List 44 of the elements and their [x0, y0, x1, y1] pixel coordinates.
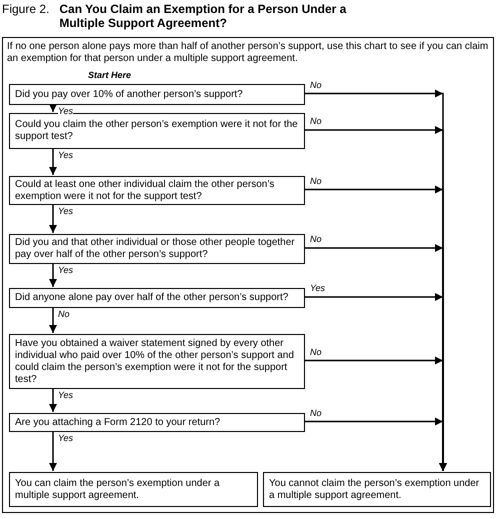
edge-label: No — [310, 346, 322, 358]
arrow — [49, 388, 57, 412]
edge-label: No — [310, 234, 322, 245]
box-text: You can claim the person’s exemption under a multiple support agreement. — [15, 478, 221, 502]
edge-label: No — [310, 116, 322, 127]
box-text: Have you obtained a waiver statement signed by every other individual who paid over 10% of the other person’s support and could claim the person’s exemption were it not for the support test? — [15, 338, 295, 386]
edge-label: Yes — [58, 106, 74, 117]
box-text: Did anyone alone pay over half of the other person’s support? — [15, 292, 288, 304]
arrow — [49, 104, 57, 112]
question-box — [9, 288, 305, 308]
intro-text: If no one person alone pays more than half of another person’s support, use this chart to see if you can claim an exemption for that person under a multiple support agreement. — [7, 41, 489, 65]
box-text: Are you attaching a Form 2120 to your return? — [15, 416, 220, 428]
question-box — [9, 413, 305, 432]
edge-label: Yes — [58, 150, 74, 161]
arrow — [49, 431, 57, 471]
arrow — [49, 204, 57, 233]
question-box — [9, 234, 305, 264]
edge-label: Yes — [58, 265, 74, 276]
arrow — [49, 307, 57, 333]
edge-label: No — [310, 408, 322, 418]
box-text: Did you and that other individual or those other people together pay over half of the other person’s support? — [15, 237, 296, 261]
start-label: Start Here — [88, 70, 132, 81]
edge-label: No — [310, 176, 322, 186]
arrow — [49, 148, 57, 175]
edge-label: Yes — [58, 433, 74, 444]
arrow — [49, 263, 57, 287]
question-box — [9, 334, 305, 389]
figure-number: Figure 2. — [2, 2, 50, 18]
result-box — [9, 472, 258, 507]
edge-label: No — [58, 309, 70, 320]
edge-label: Yes — [310, 283, 326, 294]
edge-label: Yes — [58, 390, 74, 401]
result-box — [263, 472, 491, 507]
box-text: Could at least one other individual claim the other person’s exemption were it not for the support test? — [15, 178, 276, 202]
box-text: You cannot claim the person’s exemption under a multiple support agreement. — [269, 478, 480, 502]
box-text: Did you pay over 10% of another person’s support? — [15, 88, 243, 100]
chart-frame — [2, 37, 494, 513]
question-box — [9, 176, 305, 205]
arrow — [304, 420, 447, 471]
edge-label: Yes — [58, 206, 74, 217]
box-text: Could you claim the other person’s exemption were it not for the support test? — [15, 119, 299, 143]
question-box — [9, 113, 305, 149]
edge-label: No — [310, 80, 322, 90]
chart-title: Can You Claim an Exemption for a Person Under a Multiple Support Agreement? — [59, 2, 348, 30]
